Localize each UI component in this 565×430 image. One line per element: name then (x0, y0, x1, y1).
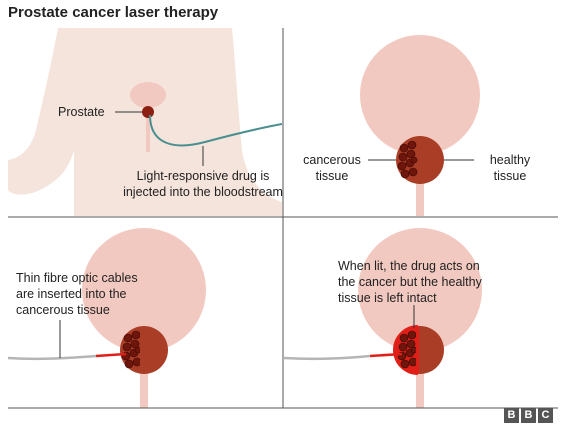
lit-line1: When lit, the drug acts on (338, 259, 480, 273)
cancerous-line1: cancerous (303, 153, 361, 167)
bladder-large (82, 228, 206, 352)
healthy-tissue-label: healthy tissue (478, 152, 542, 184)
drug-label-line1: Light-responsive drug is (136, 169, 270, 183)
urethra-large (416, 350, 424, 408)
urethra-large (140, 350, 148, 408)
injection-line (149, 114, 282, 147)
cancer-cells (397, 140, 418, 179)
prostate-small (142, 106, 154, 118)
fibre-line2: are inserted into the (16, 287, 127, 301)
cancerous-tissue-label: cancerous tissue (296, 152, 368, 184)
urethra-small (146, 112, 150, 152)
diagram-title: Prostate cancer laser therapy (8, 4, 219, 21)
panel-4-organ (284, 228, 482, 408)
logo-letter-b2: B (521, 408, 536, 423)
bladder-large (360, 35, 480, 155)
panel-1-body (8, 28, 282, 216)
body-silhouette (8, 28, 282, 216)
fibre-optic-label: Thin fibre optic cables are inserted int… (16, 270, 138, 318)
bbc-logo: B B C (504, 408, 553, 423)
cancer-cells (121, 330, 140, 369)
drug-label: Light-responsive drug is injected into t… (98, 168, 308, 200)
logo-letter-c: C (538, 408, 553, 423)
lit-line2: the cancer but the healthy (338, 275, 482, 289)
drug-label-line2: injected into the bloodstream (123, 185, 283, 199)
cable-tip (369, 352, 403, 358)
bladder-large (358, 228, 482, 352)
cancerous-line2: tissue (315, 169, 349, 183)
fibre-optic-cable (284, 354, 371, 361)
panel-2-organ (360, 35, 480, 216)
panel-3-organ (8, 228, 206, 408)
healthy-line2: tissue (493, 169, 527, 183)
logo-letter-b1: B (504, 408, 519, 423)
bladder-small (130, 82, 166, 108)
prostate-label: Prostate (58, 105, 105, 119)
fibre-optic-cable (8, 354, 97, 361)
fibre-line3: cancerous tissue (16, 303, 110, 317)
lit-drug-label: When lit, the drug acts on the cancer bu… (338, 258, 482, 306)
fibre-line1: Thin fibre optic cables (16, 271, 138, 285)
healthy-line1: healthy (489, 153, 531, 167)
lit-line3: tissue is left intact (338, 291, 437, 305)
cable-tip (95, 352, 127, 358)
